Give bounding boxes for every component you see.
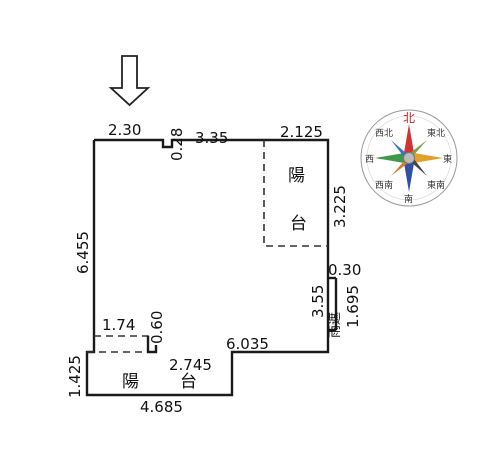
compass-south-label: 南 xyxy=(404,193,413,205)
dim-top-right: 2.125 xyxy=(280,123,323,141)
dim-left-height: 6.455 xyxy=(74,231,92,274)
compass-south-arrow-icon xyxy=(404,163,414,192)
dim-lower-left-step: 0.60 xyxy=(148,311,166,344)
dim-top-step: 0.28 xyxy=(168,128,186,161)
dim-lower-middle: 2.745 xyxy=(169,356,212,374)
side-canopy-label: 雨遮 xyxy=(327,312,343,338)
compass-east-arrow-icon xyxy=(414,153,443,163)
right-notch xyxy=(328,276,338,332)
compass-west-arrow-icon xyxy=(375,153,404,163)
dim-bottom-width: 4.685 xyxy=(140,398,183,416)
balcony-top-outline xyxy=(263,140,328,247)
balcony-bottom-outline xyxy=(87,335,158,354)
entrance-arrow-icon xyxy=(108,55,151,107)
dim-lower-right: 6.035 xyxy=(226,335,269,353)
dim-right-balcony: 3.225 xyxy=(331,185,349,228)
compass-north-label: 北 xyxy=(403,111,415,125)
compass-east-label: 東 xyxy=(443,153,452,165)
dim-lower-left-width: 1.74 xyxy=(102,316,135,334)
balcony-top-label-2: 台 xyxy=(290,214,307,234)
compass-west-label: 西 xyxy=(365,154,374,165)
balcony-bottom-label-2: 台 xyxy=(180,372,197,392)
dim-top-left: 2.30 xyxy=(108,121,141,139)
compass-southeast-label: 東南 xyxy=(427,179,445,191)
compass-northwest-label: 西北 xyxy=(375,128,393,139)
compass: 北 南 西 東 西北 東北 西南 東南 xyxy=(360,109,458,207)
dim-right-lower: 3.55 xyxy=(309,285,327,318)
balcony-top-label-1: 陽 xyxy=(288,166,305,186)
compass-southwest-label: 西南 xyxy=(375,179,393,191)
dim-right-lower-b: 1.695 xyxy=(344,285,362,328)
dim-bottom-left-height: 1.425 xyxy=(66,355,84,398)
balcony-bottom-label-1: 陽 xyxy=(122,372,139,392)
dim-right-gap: 0.30 xyxy=(328,261,361,279)
compass-northeast-label: 東北 xyxy=(427,127,445,139)
compass-north-arrow-icon xyxy=(404,124,414,153)
dim-top-middle: 3.35 xyxy=(195,129,228,147)
